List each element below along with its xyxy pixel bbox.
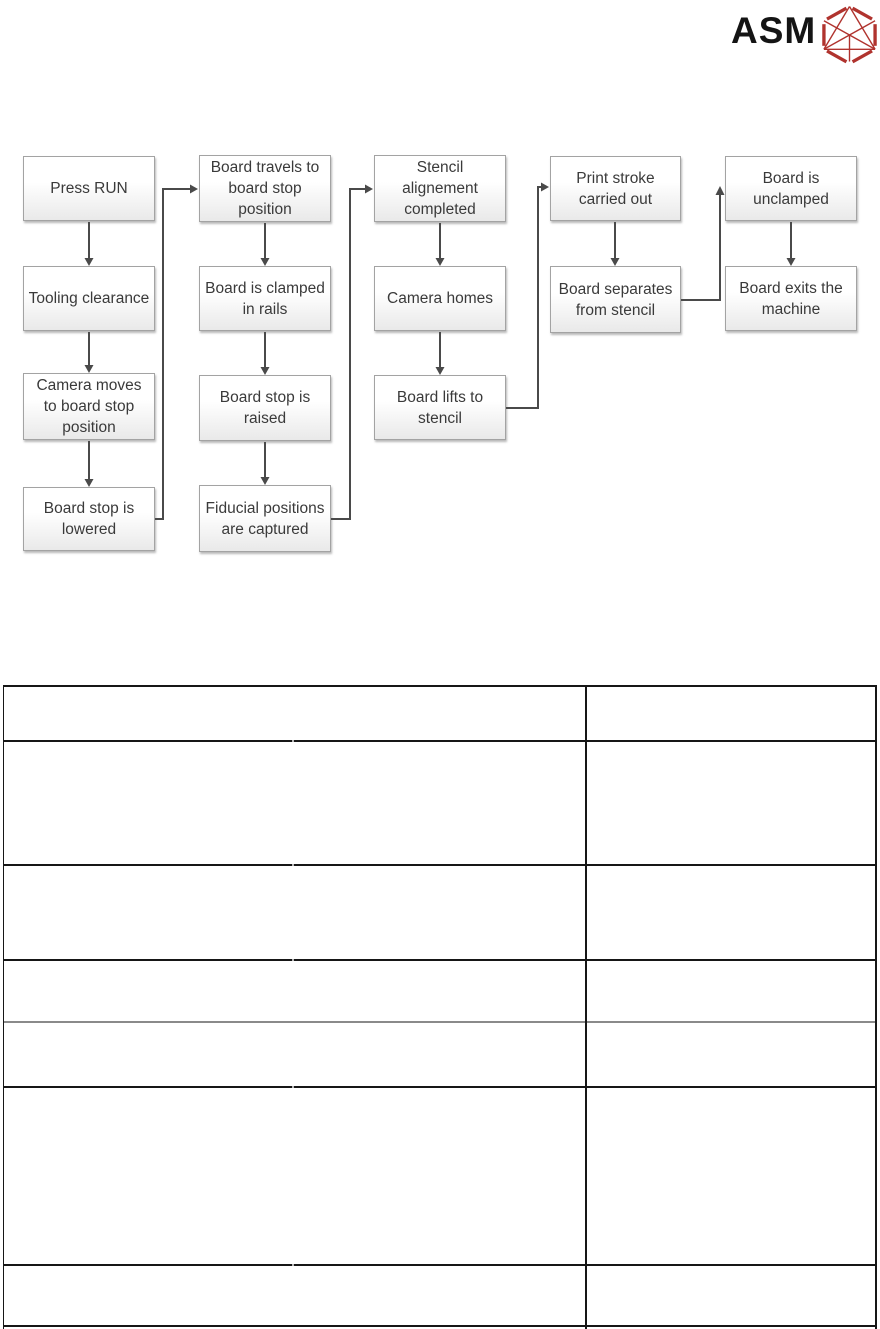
table-grid-tick xyxy=(292,1086,294,1088)
table-row-divider xyxy=(3,959,877,961)
table-grid-tick xyxy=(292,1264,294,1266)
flow-node-camera-moves-to-board-stop: Camera moves to board stop position xyxy=(23,373,155,440)
table-column-divider xyxy=(585,685,587,1329)
flow-node-print-stroke-carried-out: Print stroke carried out xyxy=(550,156,681,221)
flow-node-fiducial-positions-captured: Fiducial positions are captured xyxy=(199,485,331,552)
table-row-divider-light xyxy=(3,1021,877,1023)
flow-node-tooling-clearance: Tooling clearance xyxy=(23,266,155,331)
flow-node-board-clamped-in-rails: Board is clamped in rails xyxy=(199,266,331,331)
flow-node-board-stop-lowered: Board stop is lowered xyxy=(23,487,155,551)
table-grid-tick xyxy=(292,740,294,742)
table-row-divider xyxy=(3,1086,877,1088)
flow-node-board-travels-to-board-stop: Board travels to board stop position xyxy=(199,155,331,222)
flow-node-board-stop-raised: Board stop is raised xyxy=(199,375,331,441)
table-grid-tick xyxy=(292,959,294,961)
flow-node-camera-homes: Camera homes xyxy=(374,266,506,331)
asm-logo-text: ASM xyxy=(731,10,817,51)
flow-node-board-lifts-to-stencil: Board lifts to stencil xyxy=(374,375,506,440)
flow-node-stencil-alignement-completed: Stencil alignement completed xyxy=(374,155,506,222)
flow-node-press-run: Press RUN xyxy=(23,156,155,221)
table-border-left xyxy=(3,685,4,1329)
flow-node-board-is-unclamped: Board is unclamped xyxy=(725,156,857,221)
table-grid-tick xyxy=(292,864,294,866)
flow-node-board-exits-machine: Board exits the machine xyxy=(725,266,857,331)
table-row-divider xyxy=(3,1264,877,1266)
table-row-divider xyxy=(3,740,877,742)
asm-hexagon-gem-icon xyxy=(820,4,879,71)
flow-node-board-separates-from-stencil: Board separates from stencil xyxy=(550,266,681,333)
table-row-divider xyxy=(3,864,877,866)
table-border-right xyxy=(875,685,877,1329)
table-border-top xyxy=(3,685,877,687)
table-row-divider xyxy=(3,1325,877,1327)
